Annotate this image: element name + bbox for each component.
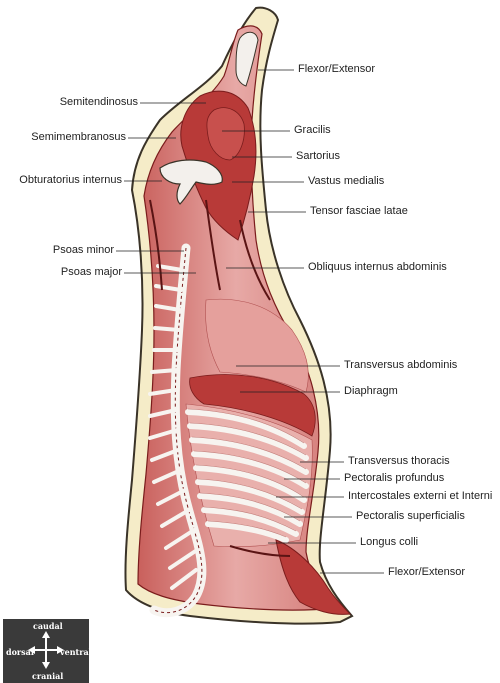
label-intercostales: Intercostales externi et Interni <box>348 490 493 502</box>
rib-outlines <box>187 408 307 538</box>
label-vastus-medialis: Vastus medialis <box>308 175 385 187</box>
spinous-processes <box>148 264 199 590</box>
shank-bone <box>235 31 259 87</box>
fascia-lines <box>149 199 291 557</box>
vertebral-column-outline <box>153 247 203 614</box>
ribs <box>185 409 309 543</box>
orientation-left: dorsal <box>6 647 34 657</box>
orientation-bottom: cranial <box>32 671 64 681</box>
diaphragm-muscle <box>189 374 316 437</box>
label-sartorius: Sartorius <box>296 150 341 162</box>
label-flexor-extensor-top: Flexor/Extensor <box>298 63 376 75</box>
leader-lines <box>116 69 384 574</box>
label-longus-colli: Longus colli <box>360 536 419 548</box>
label-psoas-major: Psoas major <box>60 266 122 278</box>
gracilis-muscle <box>206 107 245 161</box>
four-way-arrow-icon <box>28 631 64 669</box>
orientation-right: ventral <box>60 647 92 657</box>
fore-shank <box>275 539 352 615</box>
label-flexor-extensor-bottom: Flexor/Extensor <box>388 566 466 578</box>
label-diaphragm: Diaphragm <box>344 385 398 397</box>
label-semimembranosus: Semimembranosus <box>31 131 126 143</box>
orientation-key: caudal dorsal ventral cranial <box>3 619 92 683</box>
label-transversus-thoracis: Transversus thoracis <box>348 455 450 467</box>
label-pectoralis-superficialis: Pectoralis superficialis <box>356 510 465 522</box>
label-pectoralis-profundus: Pectoralis profundus <box>344 472 445 484</box>
label-semitendinosus: Semitendinosus <box>59 96 138 108</box>
label-gracilis: Gracilis <box>294 124 331 136</box>
label-tensor-fasciae-latae: Tensor fasciae latae <box>310 205 408 217</box>
label-obturatorius-internus: Obturatorius internus <box>19 174 122 186</box>
orientation-top: caudal <box>33 621 63 631</box>
label-obliquus-internus-abdominis: Obliquus internus abdominis <box>308 261 447 273</box>
pelvic-bone <box>159 159 223 205</box>
label-transversus-abdominis: Transversus abdominis <box>344 359 458 371</box>
label-psoas-minor: Psoas minor <box>52 244 114 256</box>
